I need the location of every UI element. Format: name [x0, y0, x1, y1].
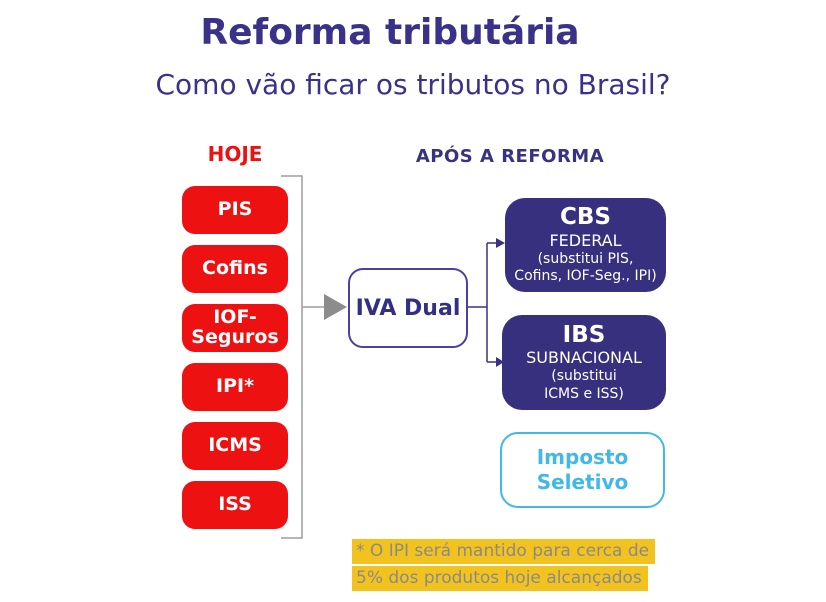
iva-dual-box: IVA Dual: [348, 268, 468, 348]
tax-box-icms: ICMS: [182, 422, 288, 470]
left-bracket: [281, 175, 303, 539]
cbs-note-line1: (substitui PIS,: [537, 250, 634, 267]
today-label: HOJE: [207, 142, 263, 166]
imposto-seletivo-box: Imposto Seletivo: [500, 432, 665, 508]
cbs-level: FEDERAL: [549, 230, 622, 250]
ibs-box: IBS SUBNACIONAL (substitui ICMS e ISS): [502, 315, 666, 410]
cbs-title: CBS: [560, 204, 611, 231]
tax-box-iof-seguros: IOF-Seguros: [182, 304, 288, 352]
ibs-note-line2: ICMS e ISS): [544, 385, 624, 402]
arrow-right-icon: [324, 294, 347, 320]
cbs-box: CBS FEDERAL (substitui PIS, Cofins, IOF-…: [505, 198, 666, 292]
footnote-line2: 5% dos produtos hoje alcançados: [352, 566, 648, 591]
ibs-level: SUBNACIONAL: [526, 348, 642, 368]
after-reform-label: APÓS A REFORMA: [415, 146, 605, 167]
cbs-note-line2: Cofins, IOF-Seg., IPI): [514, 268, 657, 285]
tax-box-pis: PIS: [182, 186, 288, 234]
imposto-seletivo-line1: Imposto: [536, 445, 629, 469]
cbs-arrowhead-icon: [496, 238, 505, 248]
footnote: * O IPI será mantido para cerca de 5% do…: [352, 539, 656, 593]
imposto-seletivo-line2: Seletivo: [536, 470, 629, 494]
tax-box-iss: ISS: [182, 481, 288, 529]
tax-box-ipi: IPI*: [182, 363, 288, 411]
ibs-title: IBS: [562, 321, 606, 348]
tax-box-cofins: Cofins: [182, 245, 288, 293]
page-title: Reforma tributária: [200, 12, 580, 53]
ibs-note-line1: (substitui: [551, 368, 617, 385]
page-subtitle: Como vão ficar os tributos no Brasil?: [155, 68, 671, 101]
footnote-line1: * O IPI será mantido para cerca de: [352, 539, 656, 564]
iva-dual-label: IVA Dual: [355, 295, 461, 321]
